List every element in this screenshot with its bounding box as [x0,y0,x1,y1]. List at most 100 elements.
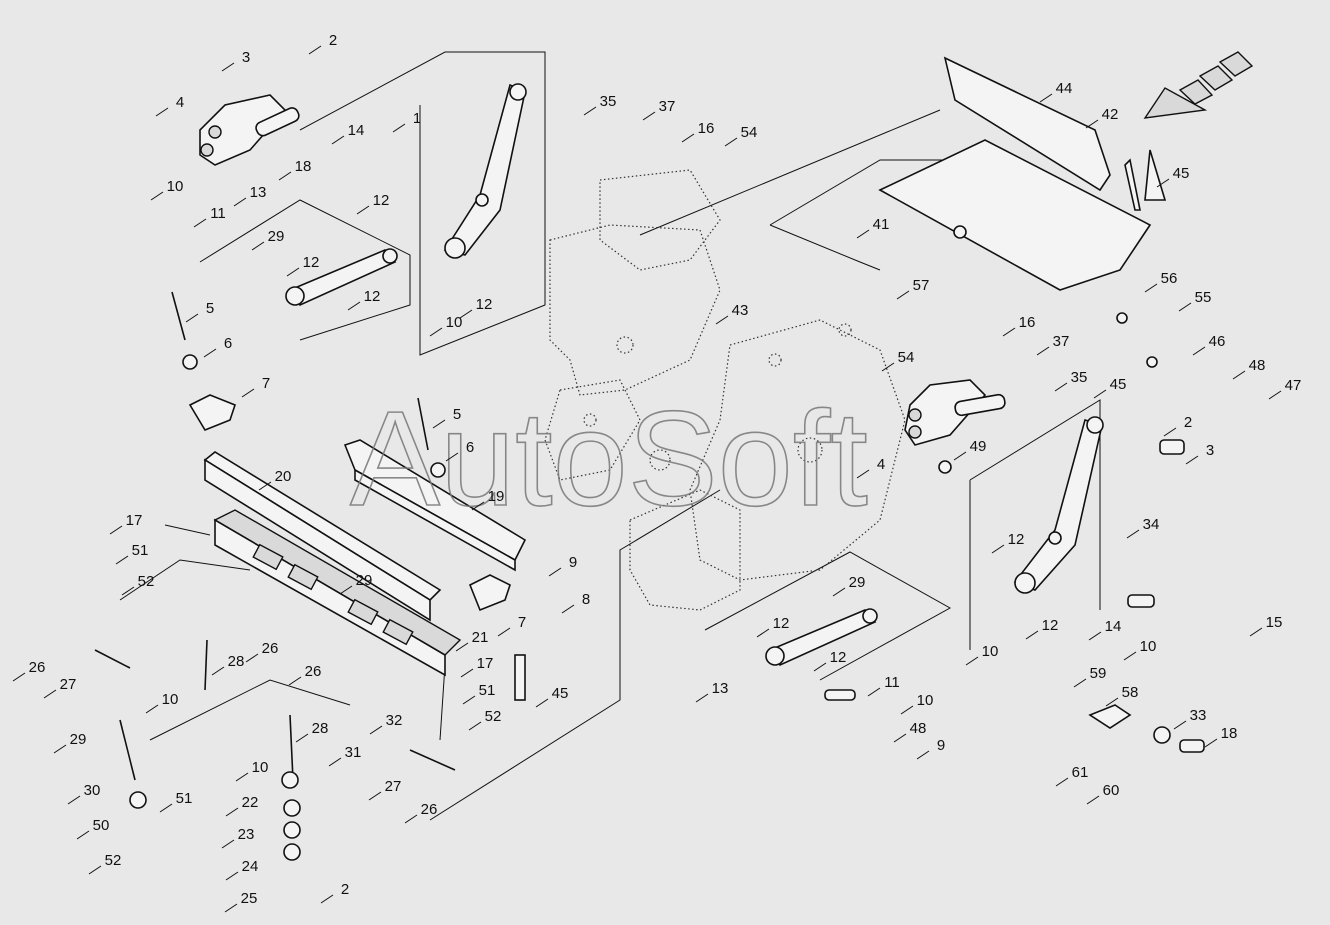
callout-10: 10 [429,314,462,337]
callout-number: 45 [1173,165,1190,182]
leader-line [339,585,353,595]
leader-line [115,555,129,565]
callout-25: 25 [224,890,258,913]
leader-line [1054,382,1068,392]
leader-line [308,45,322,55]
callout-number: 26 [421,801,438,818]
engine-block-outline [544,169,906,611]
callout-number: 37 [1053,333,1070,350]
callout-52: 52 [88,852,121,875]
leader-line [724,137,738,147]
callout-12: 12 [286,254,319,277]
callout-number: 14 [348,122,365,139]
leader-line [900,705,914,715]
callout-number: 54 [898,349,915,366]
leader-line [896,290,910,300]
callout-number: 25 [241,890,258,907]
leader-line [1185,455,1199,465]
callout-10: 10 [150,178,183,201]
leader-line [881,362,895,372]
callout-number: 13 [250,184,267,201]
callout-number: 11 [884,674,900,691]
leader-line [1086,795,1100,805]
callout-45: 45 [535,685,568,708]
leader-line [76,830,90,840]
callout-20: 20 [258,468,291,491]
leader-line [159,803,173,813]
leader-line [221,839,235,849]
callout-number: 29 [268,228,285,245]
leader-line [150,191,164,201]
callout-number: 50 [93,817,110,834]
callout-number: 45 [1110,376,1127,393]
callout-29: 29 [339,572,373,595]
callout-28: 28 [211,653,244,676]
callout-number: 51 [479,682,496,699]
leader-line [1204,738,1218,748]
callout-number: 34 [1143,516,1160,533]
direction-arrow [1143,51,1254,119]
callout-number: 24 [242,858,259,875]
leader-line [455,642,469,652]
callout-26: 26 [404,801,438,824]
leader-line [288,676,302,686]
callout-number: 12 [773,615,790,632]
leader-line [445,452,459,462]
leader-line [53,744,67,754]
callout-number: 12 [1008,531,1025,548]
callout-50: 50 [76,817,110,840]
callout-32: 32 [369,712,403,735]
callout-number: 44 [1056,80,1073,97]
leader-line [88,865,102,875]
callout-34: 34 [1126,516,1160,539]
cover-plate [343,439,527,572]
callout-number: 4 [877,456,885,473]
callout-52: 52 [121,573,154,596]
leader-line [1002,327,1016,337]
callout-46: 46 [1192,333,1225,356]
leader-line [1036,346,1050,356]
leader-line [1163,427,1177,437]
callout-number: 9 [569,554,577,571]
leader-line [12,672,26,682]
callout-23: 23 [221,826,254,849]
callout-number: 7 [518,614,526,631]
callout-57: 57 [896,277,930,300]
leader-line [832,587,846,597]
leader-line [245,653,259,663]
callout-number: 29 [356,572,373,589]
callout-number: 17 [477,655,494,672]
leader-line [1093,389,1107,399]
callout-number: 16 [1019,314,1036,331]
callout-number: 56 [1161,270,1178,287]
leader-line [1055,777,1069,787]
callout-37: 37 [642,98,675,121]
callout-number: 61 [1072,764,1089,781]
leader-line [295,733,309,743]
callout-33: 33 [1173,707,1206,730]
callout-number: 10 [917,692,934,709]
callout-10: 10 [965,643,998,666]
callout-12: 12 [1025,617,1058,640]
leader-line [561,604,575,614]
leader-line [145,704,159,714]
callout-number: 1 [413,110,421,127]
leader-line [233,197,247,207]
callout-number: 57 [913,277,930,294]
callout-41: 41 [856,216,889,239]
leader-line [278,171,292,181]
callout-number: 8 [582,591,590,608]
callout-number: 58 [1122,684,1139,701]
leader-line [286,267,300,277]
leader-line [1073,678,1087,688]
callout-1: 1 [392,110,421,133]
callout-number: 32 [386,712,403,729]
callout-number: 4 [176,94,184,111]
callout-number: 7 [262,375,270,392]
callout-11: 11 [193,205,226,228]
leader-line [1105,697,1119,707]
callout-number: 35 [600,93,617,110]
callout-26: 26 [288,663,321,686]
